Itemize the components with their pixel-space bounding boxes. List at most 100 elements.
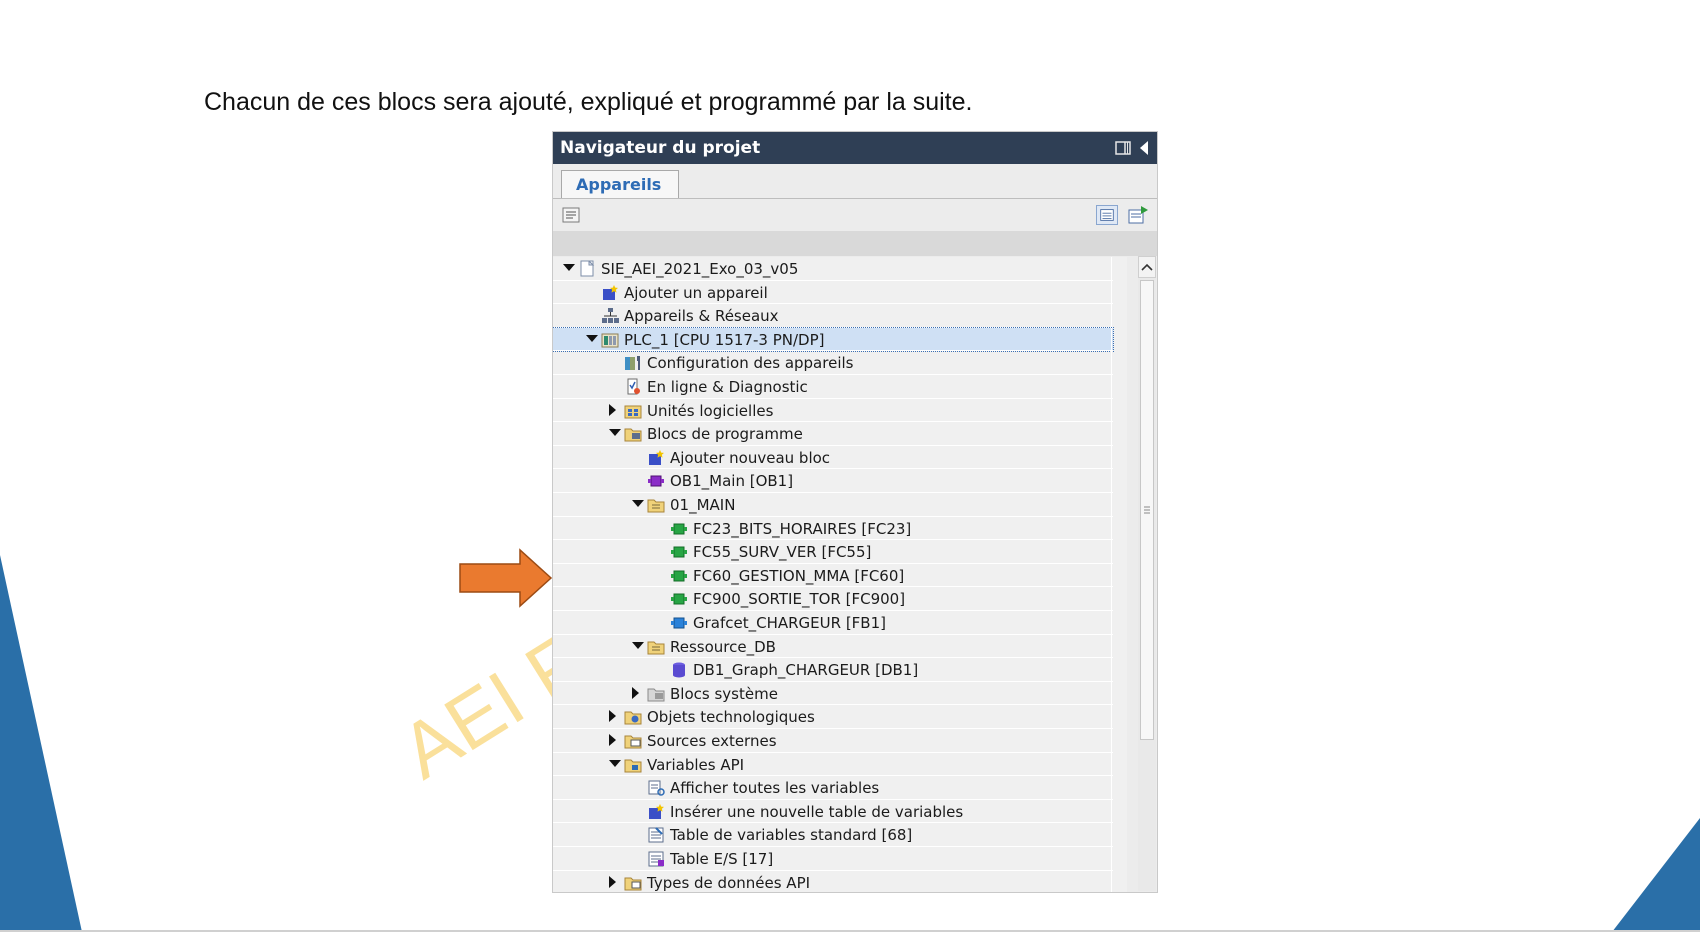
column-separator [1111, 280, 1112, 304]
column-separator [1111, 493, 1112, 516]
expand-closed-icon[interactable] [632, 686, 639, 699]
fc-block-icon [671, 593, 687, 605]
tree-row[interactable]: Blocs système [553, 681, 1113, 706]
expand-closed-icon[interactable] [609, 710, 616, 723]
tree-row[interactable]: En ligne & Diagnostic [553, 375, 1113, 399]
tree-row[interactable]: Afficher toutes les variables [553, 776, 1113, 800]
tree-row-label: OB1_Main [OB1] [670, 472, 794, 491]
tree-row[interactable]: Configuration des appareils [553, 351, 1113, 375]
tree-row[interactable]: Table E/S [17] [553, 847, 1113, 871]
tree-row-label: Ajouter un appareil [624, 283, 768, 302]
column-separator [1111, 634, 1112, 658]
tab-appareils[interactable]: Appareils [561, 170, 679, 198]
tree-row-label: FC900_SORTIE_TOR [FC900] [693, 590, 906, 609]
tree-row[interactable]: Ajouter nouveau bloc [553, 445, 1113, 470]
db-block-icon [673, 662, 685, 678]
column-separator [1111, 823, 1112, 846]
tree-row[interactable]: DB1_Graph_CHARGEUR [DB1] [553, 658, 1113, 682]
tree-row[interactable]: Blocs de programme [553, 422, 1113, 446]
tree-row-label: Unités logicielles [647, 401, 774, 420]
tree-row[interactable]: Ressource_DB [553, 634, 1113, 659]
tag-table-io-icon [648, 851, 664, 867]
export-icon[interactable] [1127, 205, 1149, 225]
orange-arrow-icon [459, 548, 553, 608]
tree-row-label: Appareils & Réseaux [624, 307, 779, 326]
chevron-up-icon [1141, 263, 1153, 271]
tree-row[interactable]: Sources externes [553, 729, 1113, 753]
tree-row[interactable]: Unités logicielles [553, 398, 1113, 423]
tree-row[interactable]: Appareils & Réseaux [553, 304, 1113, 328]
column-separator [1111, 257, 1112, 280]
tree-row-label: Blocs système [670, 684, 778, 703]
tree-row[interactable]: Variables API [553, 752, 1113, 777]
right-blue-triangle [1612, 818, 1700, 932]
tag-table-icon [648, 827, 664, 843]
expand-closed-icon[interactable] [609, 403, 616, 416]
grip-icon [1144, 506, 1150, 514]
expand-open-icon[interactable] [632, 500, 644, 507]
tree-row-label: DB1_Graph_CHARGEUR [DB1] [693, 661, 919, 680]
tech-objects-folder-icon [624, 711, 642, 725]
expand-open-icon[interactable] [563, 264, 575, 271]
tree-row-label: Types de données API [647, 873, 811, 892]
tree-row-label: Afficher toutes les variables [670, 779, 880, 798]
tree-row[interactable]: FC23_BITS_HORAIRES [FC23] [553, 516, 1113, 541]
tree-row[interactable]: Grafcet_CHARGEUR [FB1] [553, 611, 1113, 635]
collapse-left-icon[interactable] [1137, 140, 1153, 156]
tree-row-label: Insérer une nouvelle table de variables [670, 802, 964, 821]
column-separator [1111, 847, 1112, 870]
tree-row-label: Ajouter nouveau bloc [670, 448, 831, 467]
separator-bar [553, 231, 1157, 256]
fc-block-icon [671, 570, 687, 582]
expand-open-icon[interactable] [609, 429, 621, 437]
import-icon[interactable] [561, 205, 583, 225]
tree-row[interactable]: Ajouter un appareil [553, 280, 1113, 305]
expand-open-icon[interactable] [609, 759, 621, 767]
tree-row-label: Table E/S [17] [670, 850, 774, 868]
layout-icon[interactable] [1115, 140, 1131, 156]
column-separator [1111, 422, 1112, 445]
left-blue-triangle [0, 555, 82, 932]
tree-row[interactable]: SIE_AEI_2021_Exo_03_v05 [553, 257, 1113, 281]
column-separator [1111, 304, 1112, 327]
show-tags-icon [648, 780, 665, 796]
expand-closed-icon[interactable] [609, 734, 616, 746]
tree-row[interactable]: OB1_Main [OB1] [553, 469, 1113, 493]
tree-row[interactable]: FC60_GESTION_MMA [FC60] [553, 563, 1113, 588]
add-tag-table-icon [649, 803, 664, 819]
scroll-up-button[interactable] [1138, 256, 1156, 278]
tree-row[interactable]: Insérer une nouvelle table de variables [553, 799, 1113, 824]
tree-scrollbar[interactable] [1138, 256, 1156, 891]
expand-open-icon[interactable] [632, 641, 644, 649]
column-separator [1111, 729, 1112, 752]
column-separator [1111, 870, 1112, 892]
tree-row[interactable]: FC55_SURV_VER [FC55] [553, 540, 1113, 564]
column-separator [1111, 351, 1112, 374]
toolbar [553, 199, 1157, 231]
column-separator [1111, 375, 1112, 398]
tree-row[interactable]: Table de variables standard [68] [553, 823, 1113, 847]
column-separator [1111, 799, 1112, 823]
tree-row-label: Variables API [647, 755, 745, 774]
scroll-thumb[interactable] [1140, 280, 1154, 740]
tree-row[interactable]: Objets technologiques [553, 705, 1113, 729]
tree-row-label: Sources externes [647, 732, 777, 750]
tree-row-label: SIE_AEI_2021_Exo_03_v05 [601, 260, 799, 278]
column-separator [1111, 776, 1112, 799]
column-separator [1111, 563, 1112, 587]
tree-row-label: Table de variables standard [68] [670, 826, 913, 845]
details-view-icon[interactable] [1096, 205, 1118, 225]
tree-row[interactable]: 01_MAIN [553, 493, 1113, 517]
fb-block-icon [671, 617, 687, 629]
group-folder-icon [647, 641, 665, 655]
ob-block-icon [648, 475, 664, 487]
expand-closed-icon[interactable] [609, 875, 616, 888]
expand-open-icon[interactable] [586, 334, 598, 342]
tree-row-label: Ressource_DB [670, 637, 776, 656]
tree-row[interactable]: Types de données API [553, 870, 1113, 892]
tree-row[interactable]: PLC_1 [CPU 1517-3 PN/DP] [553, 326, 1114, 353]
tree-row[interactable]: FC900_SORTIE_TOR [FC900] [553, 587, 1113, 611]
tree-row-label: Objets technologiques [647, 708, 815, 727]
system-blocks-folder-icon [647, 688, 665, 702]
